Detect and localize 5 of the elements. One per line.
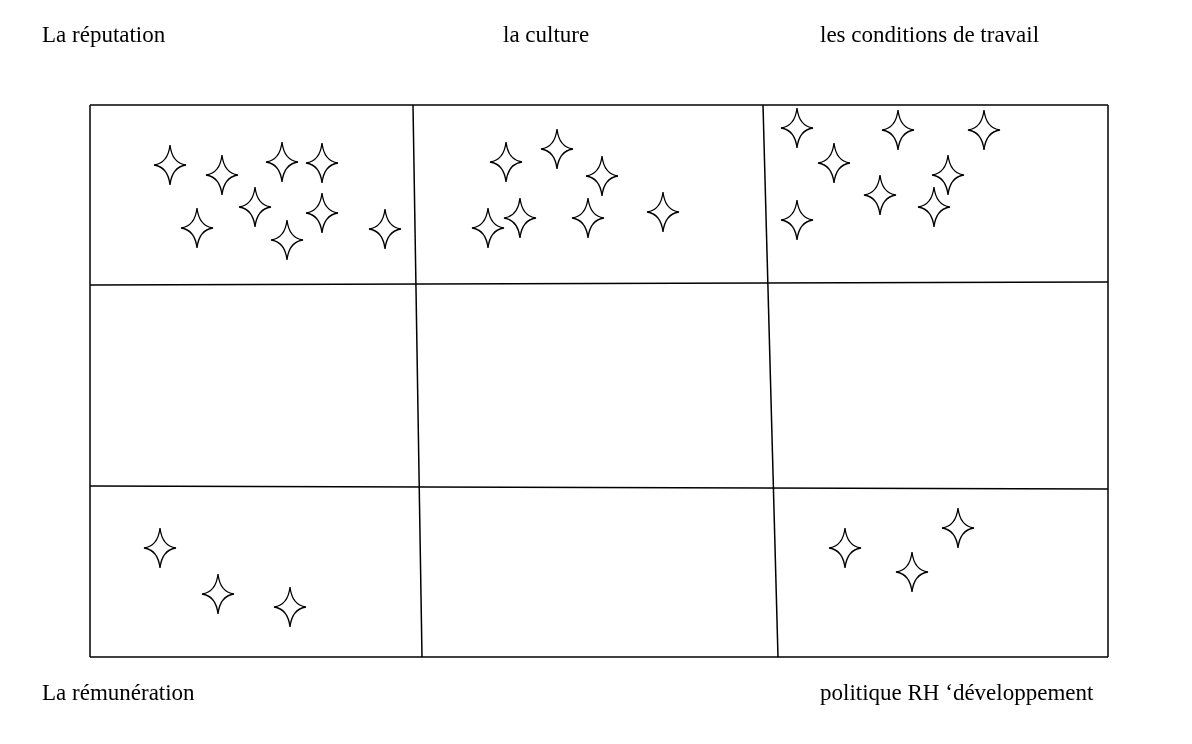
column-heading: les conditions de travail (820, 22, 1040, 48)
column-heading: La réputation (42, 22, 166, 48)
column-heading: La rémunération (42, 680, 195, 706)
column-heading: politique RH ‘développement (820, 680, 1094, 706)
column-heading: la culture (503, 22, 590, 48)
